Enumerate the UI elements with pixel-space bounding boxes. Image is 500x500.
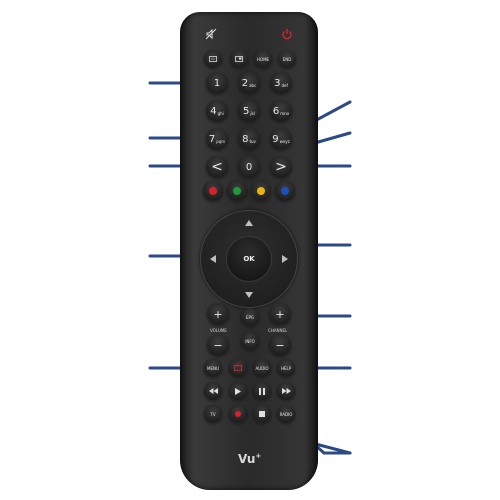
num-8-sub: tuv xyxy=(249,138,256,144)
num-4-label: 4 xyxy=(210,105,217,117)
channel-down-button[interactable]: − xyxy=(269,334,291,356)
num-3-label: 3 xyxy=(274,77,281,89)
num-1-button[interactable]: 1 xyxy=(206,72,228,94)
radio-button[interactable]: RADIO xyxy=(277,405,295,423)
yellow-dot xyxy=(257,187,265,195)
logo-text: Vu xyxy=(238,452,256,466)
pip-icon xyxy=(235,56,243,62)
subtitle-icon xyxy=(209,56,217,62)
next-button[interactable]: > xyxy=(270,156,292,178)
dpad[interactable]: OK xyxy=(200,210,298,308)
pip-button[interactable] xyxy=(230,50,248,68)
pause-icon xyxy=(259,387,265,395)
exit-button[interactable] xyxy=(229,359,247,377)
radio-label: RADIO xyxy=(279,411,293,417)
num-2-sub: abc xyxy=(249,82,257,88)
play-button[interactable] xyxy=(229,382,247,400)
volume-up-label: + xyxy=(213,307,223,321)
blue-dot xyxy=(281,187,289,195)
red-button[interactable] xyxy=(203,181,223,201)
tv-label: TV xyxy=(210,411,216,417)
exit-icon xyxy=(234,365,242,371)
num-2-label: 2 xyxy=(241,77,249,89)
record-icon xyxy=(235,411,241,417)
info-label: INFO xyxy=(245,338,255,344)
logo-plus: + xyxy=(255,452,262,460)
audio-label: AUDIO xyxy=(255,365,269,371)
num-5-sub: jkl xyxy=(250,110,255,116)
tv-button[interactable]: TV xyxy=(204,405,222,423)
mute-icon xyxy=(205,28,217,40)
num-8-label: 8 xyxy=(242,133,249,145)
help-label: HELP xyxy=(280,365,292,371)
channel-down-label: − xyxy=(275,338,285,352)
volume-down-label: − xyxy=(213,338,223,352)
audio-button[interactable]: AUDIO xyxy=(253,359,271,377)
num-7-label: 7 xyxy=(208,133,216,145)
volume-label: VOLUME xyxy=(210,328,227,333)
channel-label: CHANNEL xyxy=(268,328,288,333)
num-7-sub: pqrs xyxy=(216,138,226,144)
end-button[interactable]: END xyxy=(278,50,296,68)
mute-button[interactable] xyxy=(202,25,220,43)
blue-button[interactable] xyxy=(275,181,295,201)
play-icon xyxy=(235,387,241,395)
num-1-label: 1 xyxy=(213,77,221,89)
subtitle-button[interactable] xyxy=(204,50,222,68)
menu-label: MENU xyxy=(207,365,219,371)
rewind-icon xyxy=(208,388,218,394)
num-5-label: 5 xyxy=(243,105,250,117)
num-6-label: 6 xyxy=(272,105,280,117)
power-icon xyxy=(282,29,292,40)
fast-forward-icon xyxy=(281,388,291,394)
num-0-label: 0 xyxy=(245,161,253,173)
dpad-right-icon[interactable] xyxy=(282,255,288,263)
prev-label: < xyxy=(211,159,223,175)
ok-button[interactable]: OK xyxy=(227,237,271,281)
brand-logo: Vu+ xyxy=(238,452,261,466)
stop-button[interactable] xyxy=(253,405,271,423)
ok-label: OK xyxy=(243,255,255,263)
dpad-down-icon[interactable] xyxy=(245,292,253,298)
menu-button[interactable]: MENU xyxy=(204,359,222,377)
pause-button[interactable] xyxy=(253,382,271,400)
volume-down-button[interactable]: − xyxy=(207,334,229,356)
num-4-sub: ghi xyxy=(217,110,224,116)
channel-up-label: + xyxy=(275,307,285,321)
record-button[interactable] xyxy=(229,405,247,423)
epg-button[interactable]: EPG xyxy=(241,308,259,326)
info-button[interactable]: INFO xyxy=(241,332,259,350)
yellow-button[interactable] xyxy=(251,181,271,201)
home-button[interactable]: HOME xyxy=(254,50,272,68)
next-label: > xyxy=(275,159,287,175)
num-9-sub: wxyz xyxy=(279,138,290,144)
num-6-sub: mno xyxy=(280,110,290,116)
green-button[interactable] xyxy=(227,181,247,201)
rewind-button[interactable] xyxy=(204,382,222,400)
green-dot xyxy=(233,187,241,195)
num-0-button[interactable]: 0 xyxy=(238,156,260,178)
stop-icon xyxy=(259,411,265,417)
dpad-left-icon[interactable] xyxy=(210,255,216,263)
channel-up-button[interactable]: + xyxy=(269,303,291,325)
red-dot xyxy=(209,187,217,195)
num-3-sub: def xyxy=(281,82,288,88)
fast-forward-button[interactable] xyxy=(277,382,295,400)
prev-button[interactable]: < xyxy=(206,156,228,178)
epg-label: EPG xyxy=(245,314,255,320)
help-button[interactable]: HELP xyxy=(277,359,295,377)
power-button[interactable] xyxy=(278,25,296,43)
num-9-label: 9 xyxy=(272,133,279,145)
dpad-up-icon[interactable] xyxy=(245,220,253,226)
volume-up-button[interactable]: + xyxy=(207,303,229,325)
